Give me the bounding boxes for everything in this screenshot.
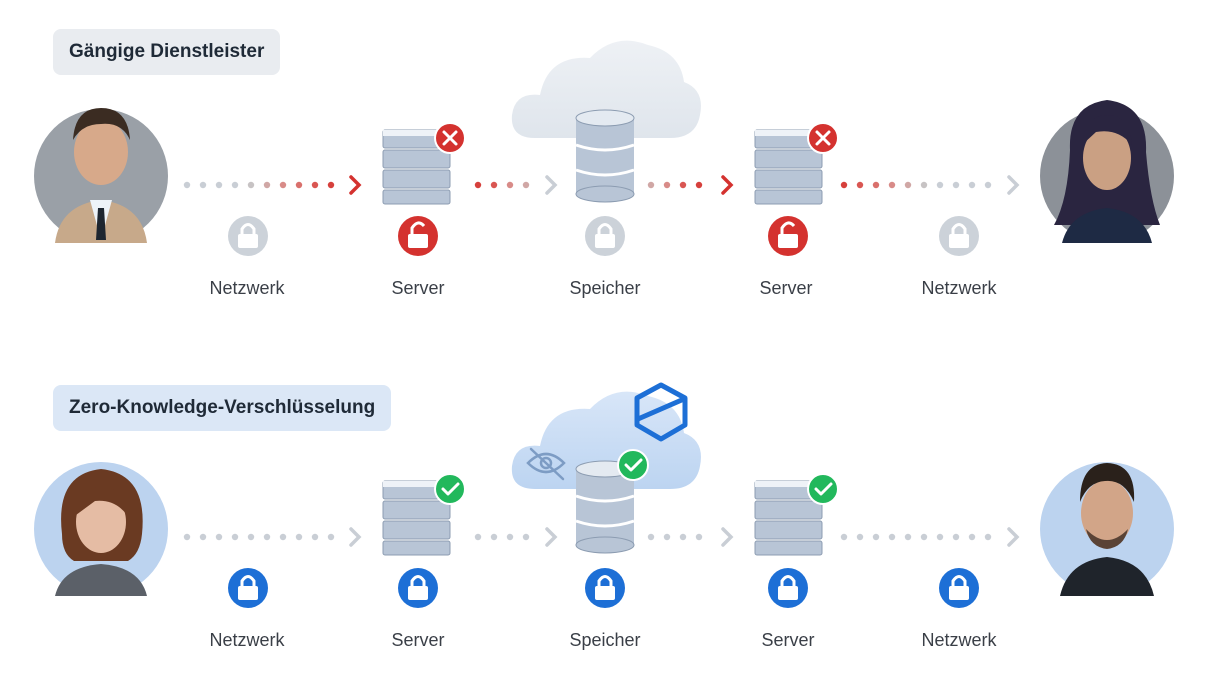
storage-database-icon [575,109,635,203]
top-diagram [34,40,1174,256]
unlocked-lock-icon [398,216,438,256]
section-zero-knowledge: Zero-Knowledge-Verschlüsselung [0,339,1208,678]
cloud-icon [511,40,701,138]
label-server-1: Server [391,278,445,298]
label-network-1: Netzwerk [209,630,285,650]
check-badge-icon [617,449,649,481]
error-badge-icon [434,122,466,154]
label-network-1: Netzwerk [209,278,285,298]
lock-icon [939,568,979,608]
bottom-diagram [34,382,1174,608]
label-server-2: Server [759,278,813,298]
server-1 [382,480,451,556]
server-2 [754,480,823,556]
avatar-recipient [1040,462,1174,596]
lock-icon [228,568,268,608]
section-common-providers: Gängige Dienstleister [34,29,1174,298]
error-badge-icon [807,122,839,154]
label-network-2: Netzwerk [921,630,997,650]
section-title-zero-knowledge: Zero-Knowledge-Verschlüsselung [53,385,392,431]
lock-icon [228,216,268,256]
section-title-common: Gängige Dienstleister [53,29,281,75]
connector-storage-server-1 [647,527,734,547]
server-1 [382,129,451,205]
connector-network-2 [840,527,1020,547]
hexagon-logo-icon [634,382,688,442]
avatar-sender [34,462,168,596]
connector-network-1 [183,175,362,195]
lock-icon [939,216,979,256]
cloud-icon [511,391,701,489]
label-storage: Speicher [569,630,641,650]
lock-icon [585,216,625,256]
eye-off-icon [526,447,566,481]
unlocked-lock-icon [768,216,808,256]
connector-storage-server-1 [647,175,734,195]
avatar-recipient [1040,100,1174,243]
server-2 [754,129,823,205]
connector-network-1 [183,527,362,547]
connector-network-2 [840,175,1020,195]
lock-icon [585,568,625,608]
label-network-2: Netzwerk [921,278,997,298]
label-server-1: Server [391,630,445,650]
check-badge-icon [434,473,466,505]
check-badge-icon [807,473,839,505]
label-storage: Speicher [569,278,641,298]
lock-icon [768,568,808,608]
lock-icon [398,568,438,608]
avatar-sender [34,108,168,243]
label-server-2: Server [761,630,815,650]
connector-server-storage-1 [474,175,558,195]
connector-server-storage-1 [474,527,558,547]
